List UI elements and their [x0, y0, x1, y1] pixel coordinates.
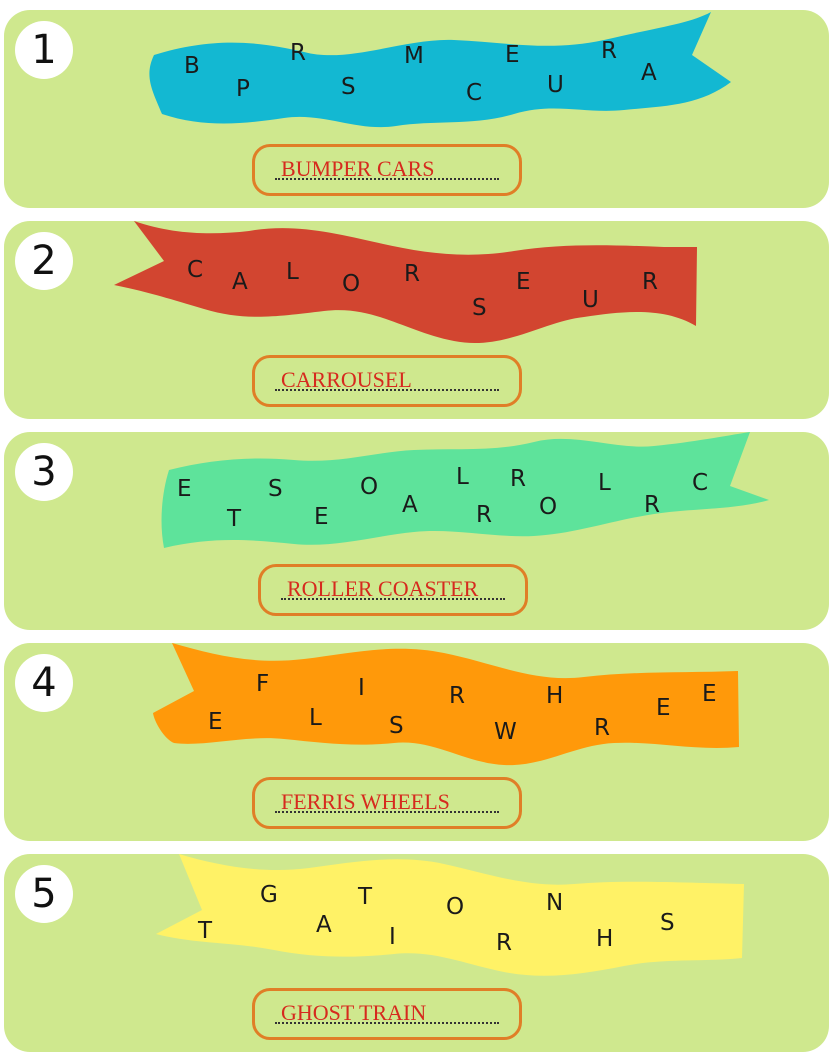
- scrambled-letter: R: [496, 930, 512, 956]
- scrambled-letter: I: [358, 675, 365, 701]
- letter-ribbon: [156, 854, 744, 976]
- scrambled-letter: S: [389, 713, 404, 739]
- puzzle-number: 5: [31, 871, 57, 917]
- scrambled-letter: W: [494, 719, 517, 745]
- scrambled-letter: O: [446, 894, 465, 920]
- scrambled-letter: O: [342, 271, 361, 297]
- scrambled-letter: R: [290, 40, 306, 66]
- answer-text: GHOST TRAIN: [281, 1000, 427, 1025]
- ribbon-shape: [114, 221, 697, 344]
- scrambled-letter: F: [256, 671, 270, 697]
- puzzle-number: 4: [31, 660, 57, 706]
- scrambled-letter: B: [184, 53, 200, 79]
- scrambled-letter: C: [466, 80, 483, 106]
- scrambled-letter: E: [505, 42, 520, 68]
- answer-box: FERRIS WHEELS: [252, 777, 522, 829]
- puzzle-card-1: 1 B P R S M C E U R A BUMPER CARS: [4, 10, 829, 208]
- answer-text: FERRIS WHEELS: [281, 789, 450, 814]
- scrambled-letter: T: [227, 506, 242, 532]
- scrambled-letter: C: [692, 470, 709, 496]
- scrambled-letter: R: [476, 502, 492, 528]
- answer-box: BUMPER CARS: [252, 144, 522, 196]
- scrambled-letter: T: [198, 918, 213, 944]
- puzzle-card-4: 4 E F L I S R W H R E E FERRIS WHEELS: [4, 643, 829, 841]
- scrambled-letter: M: [404, 43, 424, 69]
- ribbon-shape: [161, 432, 770, 548]
- scrambled-letter: R: [449, 683, 465, 709]
- scrambled-letter: E: [314, 504, 329, 530]
- answer-line: [281, 598, 505, 600]
- scrambled-letter: A: [316, 912, 332, 938]
- scrambled-letter: N: [546, 890, 564, 916]
- scrambled-letter: R: [642, 269, 658, 295]
- puzzle-number-badge: 2: [15, 232, 73, 290]
- puzzle-card-5: 5 T G A T I O R N H S GHOST TRAIN: [4, 854, 829, 1052]
- puzzle-number-badge: 3: [15, 443, 73, 501]
- answer-text: BUMPER CARS: [281, 156, 435, 181]
- scrambled-letter: O: [360, 474, 379, 500]
- scrambled-letter: C: [187, 257, 204, 283]
- scrambled-letter: L: [309, 705, 322, 731]
- answer-box: ROLLER COASTER: [258, 564, 528, 616]
- answer-line: [275, 178, 499, 180]
- scrambled-letter: L: [598, 470, 611, 496]
- scrambled-letter: T: [358, 884, 373, 910]
- answer-text: CARROUSEL: [281, 367, 412, 392]
- ribbon-shape: [153, 643, 739, 766]
- scrambled-letter: E: [208, 709, 223, 735]
- scrambled-letter: R: [404, 261, 420, 287]
- scrambled-letter: E: [516, 269, 531, 295]
- scrambled-letter: R: [601, 38, 617, 64]
- ribbon-shape: [149, 12, 732, 128]
- scrambled-letter: A: [232, 269, 248, 295]
- scrambled-letter: R: [644, 492, 660, 518]
- scrambled-letter: U: [547, 72, 564, 98]
- letter-ribbon: [114, 221, 697, 344]
- scrambled-letter: R: [510, 466, 526, 492]
- scrambled-letter: H: [546, 683, 564, 709]
- scrambled-letter: P: [236, 76, 250, 102]
- ribbon-shape: [156, 854, 744, 976]
- scrambled-letter: S: [660, 910, 675, 936]
- puzzle-number: 2: [31, 238, 57, 284]
- scrambled-letter: G: [260, 882, 278, 908]
- scrambled-letter: A: [402, 492, 418, 518]
- scrambled-letter: L: [456, 464, 469, 490]
- letter-ribbon: [161, 432, 770, 548]
- puzzle-number: 3: [31, 449, 57, 495]
- scrambled-letter: E: [702, 681, 717, 707]
- puzzle-number: 1: [31, 27, 57, 73]
- scrambled-letter: H: [596, 926, 614, 952]
- scrambled-letter: A: [641, 60, 657, 86]
- answer-line: [275, 389, 499, 391]
- letter-ribbon: [153, 643, 739, 766]
- answer-line: [275, 811, 499, 813]
- scrambled-letter: R: [594, 715, 610, 741]
- scrambled-letter: I: [389, 924, 396, 950]
- scrambled-letter: S: [472, 295, 487, 321]
- scrambled-letter: O: [539, 494, 558, 520]
- puzzle-number-badge: 4: [15, 654, 73, 712]
- scrambled-letter: L: [286, 259, 299, 285]
- answer-box: GHOST TRAIN: [252, 988, 522, 1040]
- answer-line: [275, 1022, 499, 1024]
- puzzle-number-badge: 1: [15, 21, 73, 79]
- scrambled-letter: E: [177, 476, 192, 502]
- scrambled-letter: S: [268, 476, 283, 502]
- letter-ribbon: [149, 12, 732, 128]
- puzzle-number-badge: 5: [15, 865, 73, 923]
- answer-box: CARROUSEL: [252, 355, 522, 407]
- scrambled-letter: E: [656, 695, 671, 721]
- scrambled-letter: U: [582, 287, 599, 313]
- scrambled-letter: S: [341, 74, 356, 100]
- answer-text: ROLLER COASTER: [287, 576, 479, 601]
- puzzle-card-3: 3 E T S E O A L R R O L R C ROLLER COAST…: [4, 432, 829, 630]
- puzzle-card-2: 2 C A L O R S E U R CARROUSEL: [4, 221, 829, 419]
